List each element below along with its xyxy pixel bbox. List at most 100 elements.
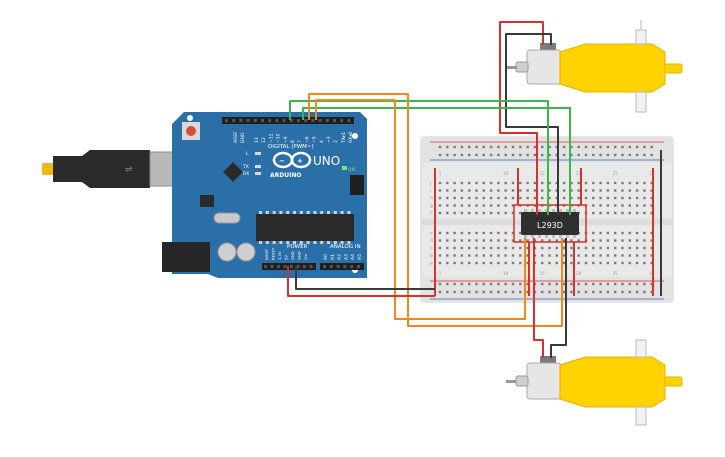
bb-hole bbox=[577, 282, 580, 286]
bb-hole bbox=[504, 204, 507, 207]
bb-hole bbox=[541, 145, 544, 149]
chip-pin bbox=[545, 235, 548, 238]
power-label: POWER bbox=[287, 244, 308, 250]
wire-red-5v[interactable] bbox=[287, 266, 435, 297]
power-pin-label: RESET bbox=[271, 247, 276, 260]
mcu-pin bbox=[286, 211, 290, 214]
bb-hole bbox=[453, 211, 456, 215]
bb-hole bbox=[570, 181, 573, 185]
bb-hole bbox=[635, 153, 639, 157]
motor-bottom[interactable] bbox=[506, 339, 683, 426]
bb-hole bbox=[562, 145, 566, 149]
bb-hole bbox=[446, 196, 449, 200]
wire-black-top-motor[interactable] bbox=[505, 33, 559, 215]
bb-hole bbox=[643, 196, 646, 200]
bb-hole bbox=[438, 211, 442, 215]
bb-hole bbox=[606, 254, 610, 257]
bb-hole bbox=[453, 254, 456, 257]
bb-hole bbox=[533, 196, 537, 200]
bb-hole bbox=[621, 145, 624, 149]
bb-hole bbox=[541, 181, 544, 185]
wire-orange-2[interactable] bbox=[315, 99, 526, 320]
axle-bottom bbox=[635, 406, 647, 426]
bb-hole bbox=[489, 261, 493, 265]
bb-col-number: 10 bbox=[503, 171, 509, 176]
bb-hole bbox=[446, 153, 449, 157]
bb-hole bbox=[482, 153, 485, 157]
mcu-pin bbox=[333, 211, 337, 214]
bb-hole bbox=[519, 290, 522, 294]
wire-green-2[interactable] bbox=[302, 107, 571, 215]
bb-hole bbox=[511, 282, 515, 286]
bb-hole bbox=[438, 196, 442, 200]
bb-hole bbox=[599, 246, 602, 250]
bb-col-number: 30 bbox=[649, 171, 655, 176]
bb-hole bbox=[643, 290, 646, 294]
bb-hole bbox=[570, 261, 573, 265]
bb-hole bbox=[650, 231, 653, 235]
bb-hole bbox=[489, 181, 493, 185]
bb-hole bbox=[614, 290, 617, 294]
bb-hole bbox=[468, 153, 471, 157]
wire-orange-1[interactable] bbox=[308, 93, 563, 327]
bb-hole bbox=[635, 145, 639, 149]
bb-hole bbox=[497, 231, 500, 235]
digital-header-holes bbox=[225, 119, 351, 122]
wire-black-bottom-motor[interactable] bbox=[550, 238, 567, 358]
bb-hole bbox=[592, 246, 595, 250]
digital-pin-label: ~6 bbox=[304, 136, 310, 143]
bb-hole bbox=[489, 290, 493, 294]
chip-pin bbox=[566, 235, 569, 238]
l293d-chip[interactable]: L293D bbox=[513, 204, 587, 243]
bb-hole bbox=[592, 290, 595, 294]
header-hole bbox=[275, 119, 279, 122]
bb-hole bbox=[562, 196, 566, 200]
bb-hole bbox=[489, 145, 493, 149]
bb-hole bbox=[460, 145, 464, 149]
bb-hole bbox=[533, 145, 537, 149]
bb-hole bbox=[519, 189, 522, 192]
bb-hole bbox=[468, 282, 471, 286]
header-hole bbox=[239, 119, 243, 122]
bb-hole bbox=[548, 282, 551, 286]
mcu-pin bbox=[327, 211, 330, 214]
motor-top[interactable] bbox=[507, 20, 683, 113]
bb-hole bbox=[446, 261, 449, 265]
power-pin-label: GND bbox=[297, 251, 302, 260]
bb-hole bbox=[460, 290, 464, 294]
bb-hole bbox=[614, 189, 617, 192]
header-hole bbox=[340, 119, 344, 122]
capacitor bbox=[236, 242, 256, 262]
bb-hole bbox=[621, 181, 624, 185]
wire-red-bottom-motor[interactable] bbox=[533, 238, 544, 358]
bb-hole bbox=[650, 153, 653, 157]
wire-black-gnd[interactable] bbox=[295, 266, 435, 290]
header-hole bbox=[282, 119, 286, 122]
bb-hole bbox=[504, 145, 507, 149]
bb-hole bbox=[577, 254, 580, 257]
bb-hole bbox=[526, 290, 529, 294]
bb-hole bbox=[438, 181, 442, 185]
header-hole bbox=[309, 265, 313, 268]
bb-hole bbox=[497, 246, 500, 250]
bb-hole bbox=[577, 261, 580, 265]
wire-red-top-motor[interactable] bbox=[499, 21, 544, 215]
digital-pin-label: 2 bbox=[333, 140, 339, 143]
bb-hole bbox=[475, 211, 478, 215]
bb-hole bbox=[562, 261, 566, 265]
mcu-pin bbox=[340, 211, 344, 214]
bb-hole bbox=[643, 231, 646, 235]
mcu-pin bbox=[279, 211, 283, 214]
bb-hole bbox=[599, 239, 602, 242]
bb-row-letter: b bbox=[430, 253, 433, 259]
bb-hole bbox=[453, 239, 456, 242]
wire-green-1[interactable] bbox=[289, 100, 549, 215]
mcu-pin bbox=[279, 241, 283, 244]
bb-hole bbox=[650, 196, 653, 200]
header-hole bbox=[333, 119, 336, 122]
bb-hole bbox=[562, 290, 566, 294]
bb-hole bbox=[599, 211, 602, 215]
arduino-uno[interactable]: ⇌ − + UNO ARDUINO ON bbox=[42, 112, 367, 278]
